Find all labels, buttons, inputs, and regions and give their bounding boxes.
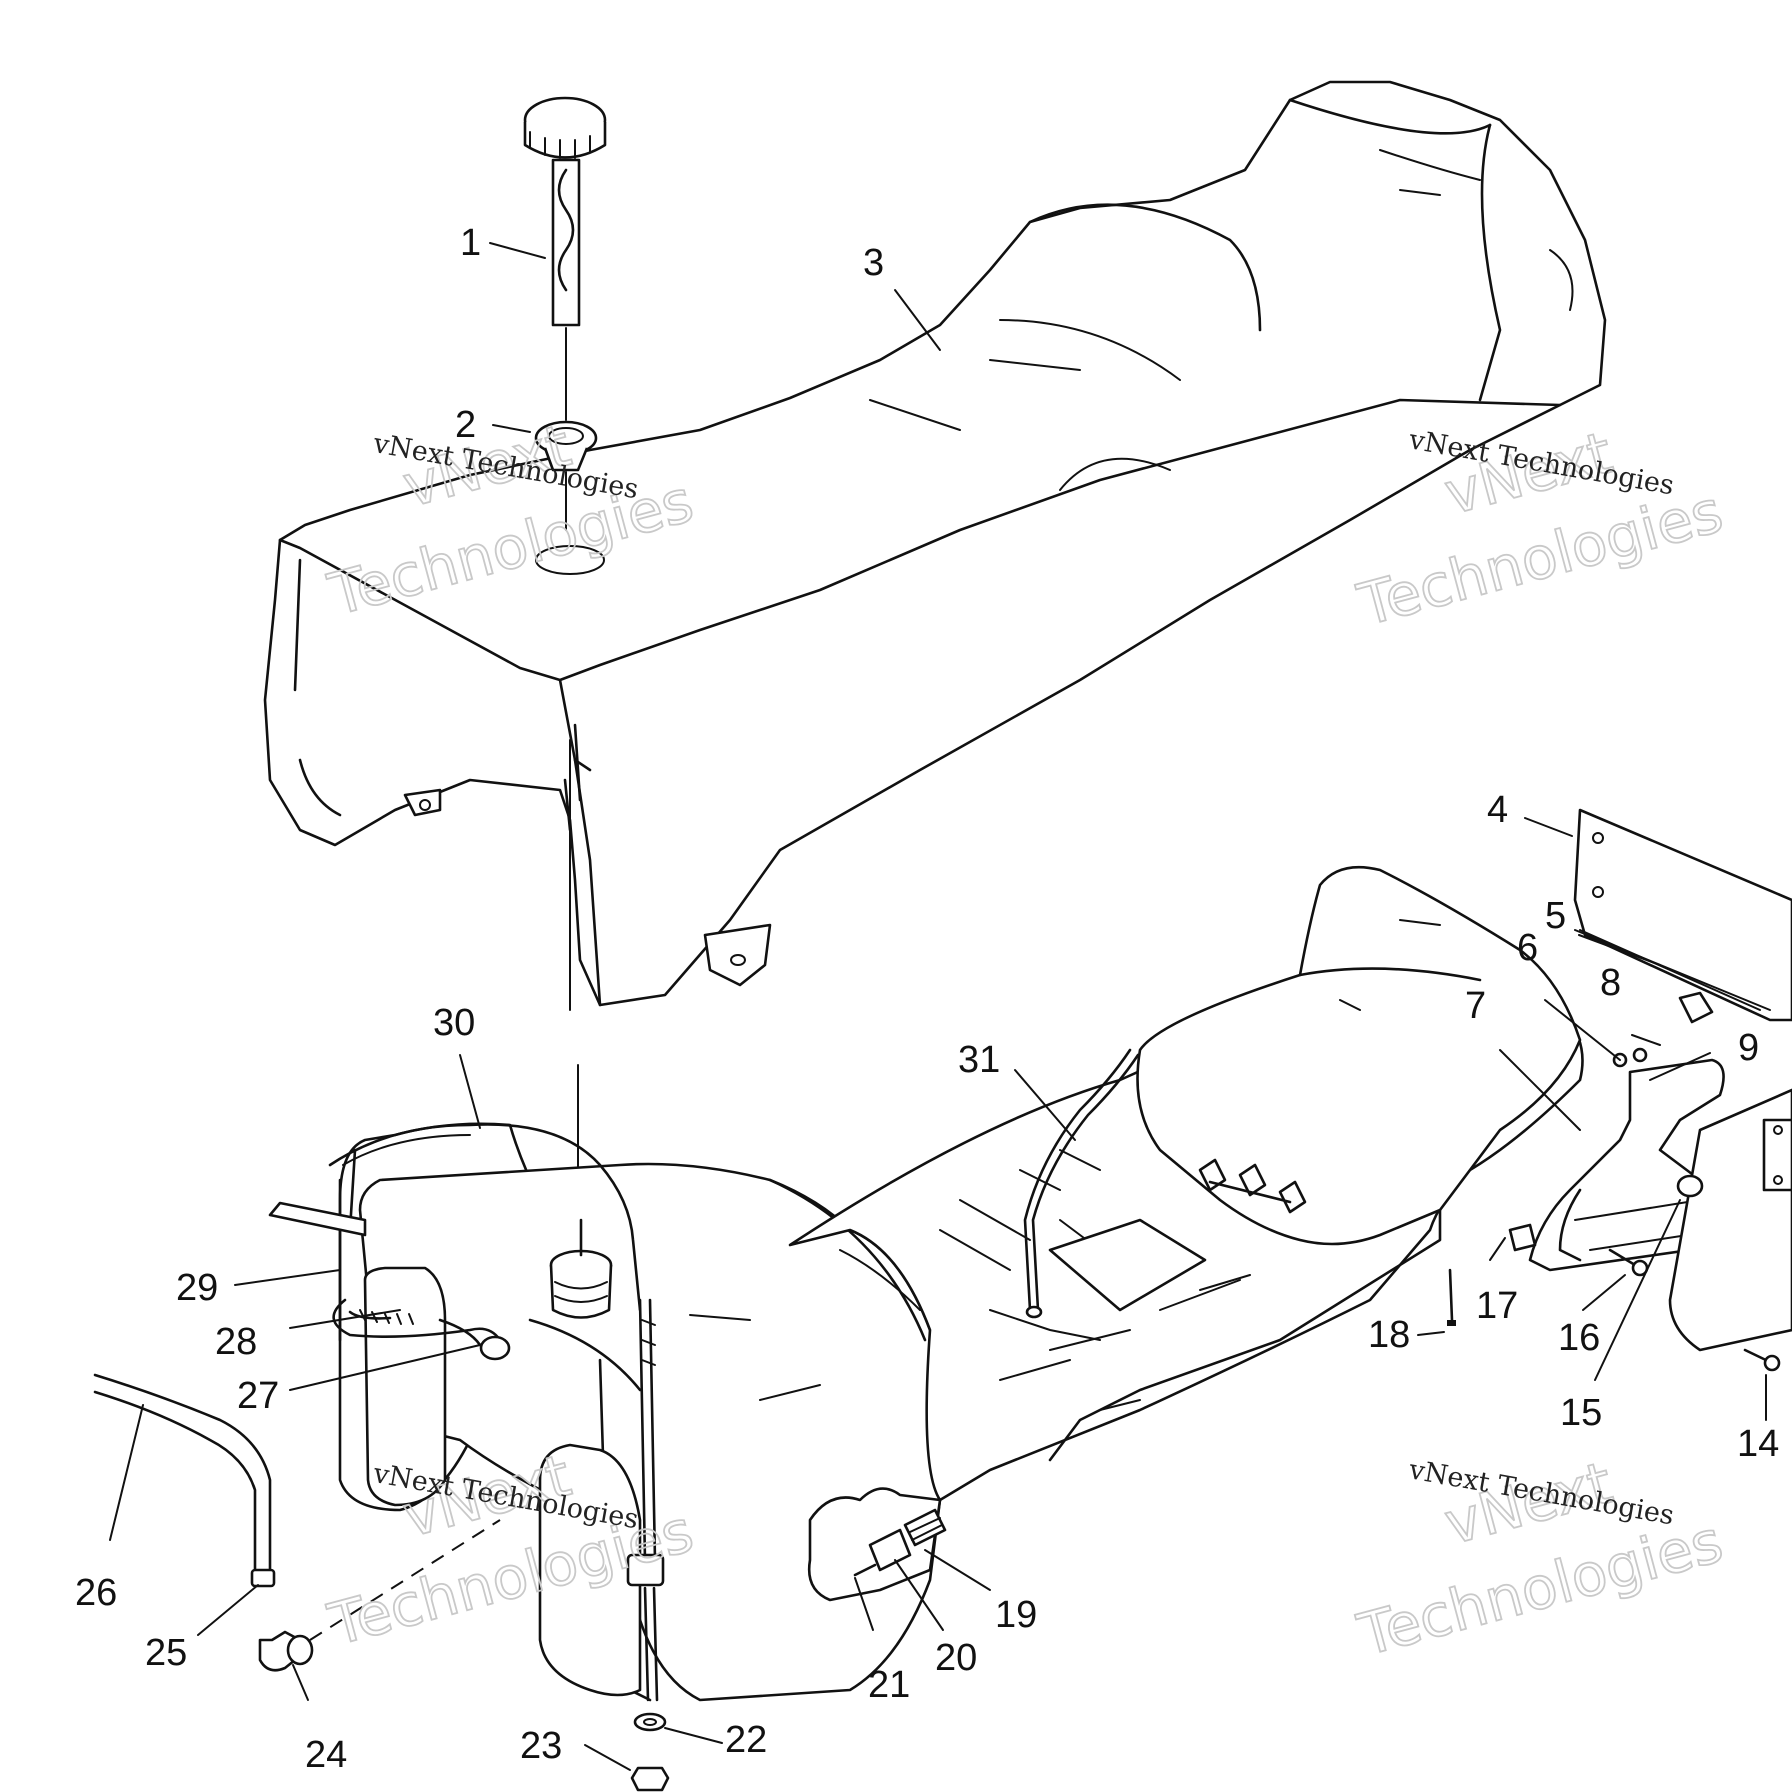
callout-3: 3	[863, 242, 884, 284]
callout-18: 18	[1368, 1314, 1410, 1356]
fuel-line-hose	[93, 1373, 501, 1672]
callout-4: 4	[1487, 789, 1508, 831]
vent-hose	[268, 1201, 642, 1392]
callout-9: 9	[1738, 1027, 1759, 1069]
callout-leaders	[109, 242, 1767, 1771]
seat	[263, 80, 1607, 1007]
callout-25: 25	[145, 1632, 187, 1674]
callout-14: 14	[1737, 1423, 1779, 1465]
rear-frame	[788, 865, 1584, 1502]
callout-17: 17	[1476, 1285, 1518, 1327]
watermark-bottom-right: vNext Technologies vNext Technologies	[1350, 1448, 1730, 1671]
callout-5: 5	[1545, 895, 1566, 937]
tank-strap	[328, 1123, 665, 1702]
callout-22: 22	[725, 1719, 767, 1761]
callout-16: 16	[1558, 1317, 1600, 1359]
callout-28: 28	[215, 1321, 257, 1363]
nut-and-washer	[630, 1712, 670, 1792]
drain-fitting	[853, 1508, 947, 1577]
callout-20: 20	[935, 1637, 977, 1679]
callout-numbers: 1 2 3 4 5 6 7 8 9 14 15 16 17 18 19 20 2…	[75, 222, 1779, 1776]
callout-19: 19	[995, 1594, 1037, 1636]
callout-27: 27	[237, 1375, 279, 1417]
callout-31: 31	[958, 1039, 1000, 1081]
watermark-top-right: vNext Technologies vNext Technologies	[1350, 418, 1730, 641]
callout-21: 21	[868, 1664, 910, 1706]
callout-23: 23	[520, 1725, 562, 1767]
callout-30: 30	[433, 1002, 475, 1044]
callout-2: 2	[455, 404, 476, 446]
taillight-assembly	[1447, 808, 1792, 1372]
callout-8: 8	[1600, 962, 1621, 1004]
callout-15: 15	[1560, 1392, 1602, 1434]
callout-29: 29	[176, 1267, 218, 1309]
filler-cap	[523, 96, 607, 421]
callout-6: 6	[1517, 927, 1538, 969]
callout-26: 26	[75, 1572, 117, 1614]
grommet	[534, 420, 605, 575]
callout-7: 7	[1465, 985, 1486, 1027]
callout-1: 1	[460, 222, 481, 264]
callout-24: 24	[305, 1734, 347, 1776]
